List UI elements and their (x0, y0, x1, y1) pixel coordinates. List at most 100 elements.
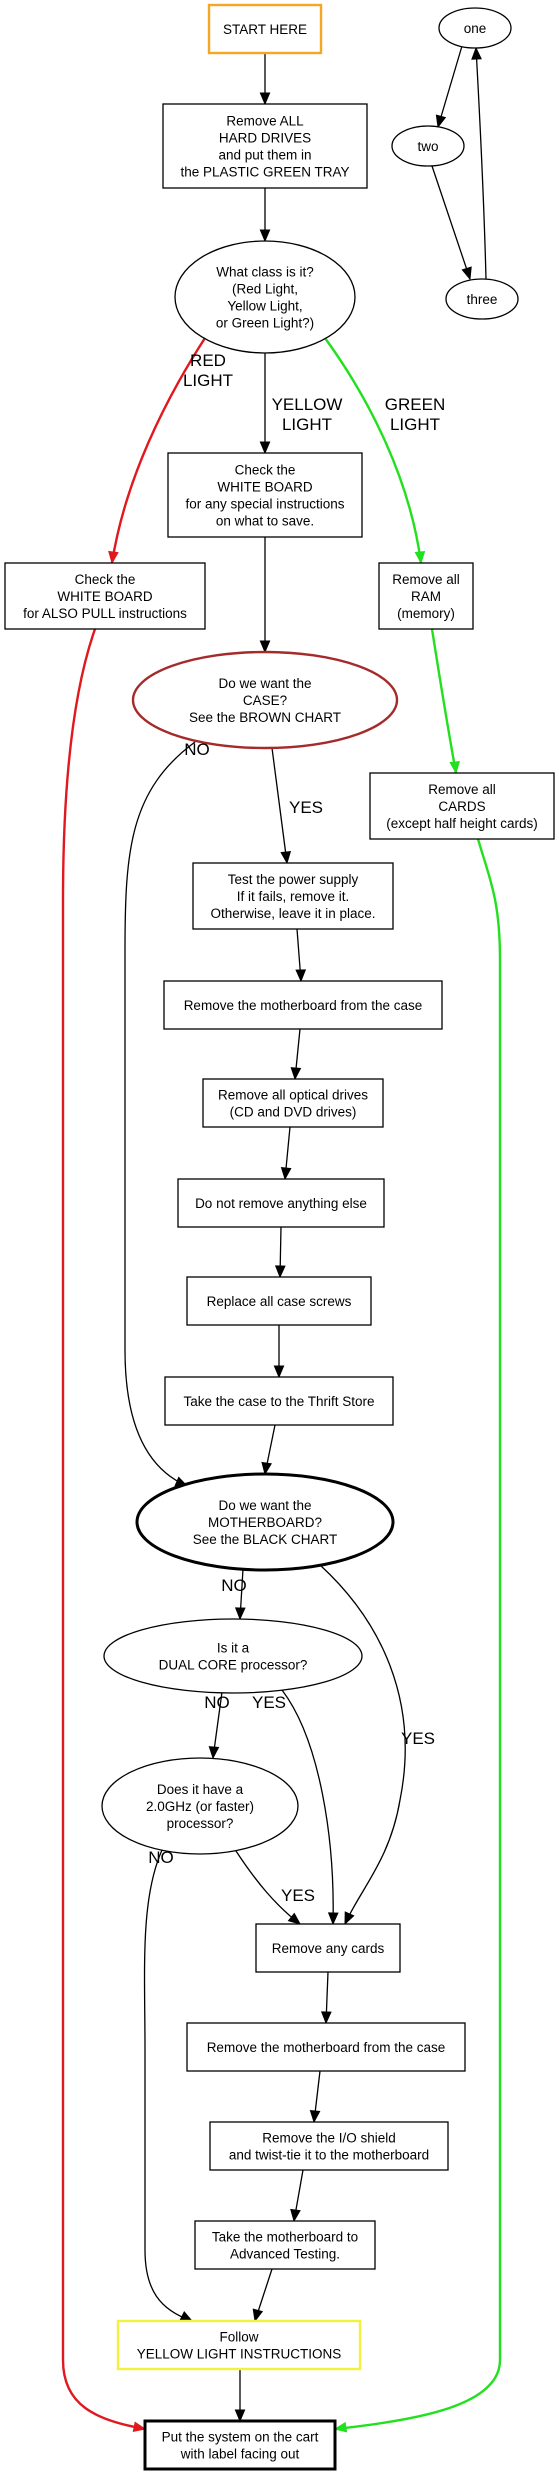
arrowhead (287, 1912, 302, 1925)
edge-class-q-to-remove-ram (324, 337, 426, 565)
node-ghz-q: Does it have a2.0GHz (or faster)processo… (101, 1757, 299, 1855)
node-shape (135, 1472, 395, 1572)
node-shape (255, 1923, 401, 1973)
arrowhead (108, 550, 119, 565)
node-three: three (445, 278, 519, 320)
node-shape (131, 650, 399, 750)
node-text: HARD DRIVES (219, 131, 311, 146)
edge-label-text: NO (148, 1848, 174, 1867)
arrowhead (234, 2409, 246, 2423)
edges-layer (61, 45, 502, 2433)
edge-three-to-one (471, 46, 487, 280)
node-text: Remove all (428, 782, 496, 797)
edge-test-psu-to-remove-mb1 (295, 928, 307, 983)
edge-label: NO (184, 740, 210, 759)
node-remove-any-cards: Remove any cards (255, 1923, 401, 1973)
arrowhead (259, 92, 271, 106)
node-shape (378, 562, 474, 630)
edge-line (143, 1849, 193, 2322)
node-text: Advanced Testing. (230, 2247, 340, 2262)
node-replace-screws: Replace all case screws (186, 1276, 372, 1326)
arrowhead (259, 229, 271, 243)
node-one: one (438, 7, 512, 49)
node-text: (memory) (397, 606, 455, 621)
edge-dual-q-to-remove-any-cards (281, 1689, 339, 1926)
edge-line (430, 628, 458, 774)
node-text: (Red Light, (232, 282, 298, 297)
node-text: Does it have a (157, 1782, 244, 1797)
node-dont-remove: Do not remove anything else (177, 1178, 385, 1228)
node-text: two (417, 139, 438, 154)
edge-remove-optical-to-dont-remove (280, 1126, 292, 1181)
node-shape (167, 452, 363, 538)
arrowhead (132, 2421, 147, 2433)
node-shape (369, 772, 555, 840)
node-text: Remove all (392, 572, 460, 587)
node-text: Test the power supply (228, 872, 359, 887)
edge-labels-layer: REDLIGHTYELLOWLIGHTGREENLIGHTYESNONOYESN… (148, 351, 445, 1905)
edge-label-text: YES (289, 798, 323, 817)
edge-mb-q-to-dual-q (234, 1568, 246, 1621)
node-text: Remove the motherboard from the case (184, 998, 423, 1013)
edge-label: NO (204, 1693, 230, 1712)
node-remove-mb2: Remove the motherboard from the case (186, 2022, 466, 2072)
edge-class-q-to-check-wb (259, 353, 271, 455)
node-remove-mb1: Remove the motherboard from the case (163, 980, 443, 1030)
node-shape (174, 240, 356, 354)
node-text: YELLOW LIGHT INSTRUCTIONS (137, 2347, 342, 2362)
edge-label: YES (289, 798, 323, 817)
node-text: Remove the motherboard from the case (207, 2040, 446, 2055)
edge-case-q-to-test-psu (271, 747, 292, 865)
arrowhead (274, 1265, 286, 1279)
edge-label: YES (281, 1886, 315, 1905)
edge-label-text: NO (184, 740, 210, 759)
node-shape (445, 278, 519, 320)
node-text: three (467, 292, 498, 307)
edge-remove-io-to-take-mb (290, 2169, 304, 2223)
arrowhead (449, 760, 461, 775)
edge-line (319, 1564, 406, 1925)
edge-label-text: LIGHT (390, 415, 440, 434)
edge-remove-cards-all-to-cart (333, 838, 502, 2433)
arrowhead (295, 969, 307, 983)
node-shape (163, 980, 443, 1030)
node-text: (CD and DVD drives) (230, 1105, 357, 1120)
node-shape (186, 1276, 372, 1326)
edge-label: NO (221, 1576, 247, 1595)
node-remove-optical: Remove all optical drives(CD and DVD dri… (202, 1078, 384, 1128)
arrowhead (435, 114, 447, 129)
node-shape (209, 2121, 449, 2171)
node-text: Replace all case screws (207, 1294, 352, 1309)
node-text: and twist-tie it to the motherboard (229, 2148, 429, 2163)
edge-remove-mb1-to-remove-optical (290, 1028, 302, 1081)
arrowhead (414, 551, 426, 565)
node-shape (391, 125, 465, 167)
node-text: CARDS (438, 799, 485, 814)
arrowhead (252, 2308, 264, 2323)
node-text: CASE? (243, 693, 287, 708)
node-text: See the BROWN CHART (189, 710, 341, 725)
node-text: Do we want the (218, 1498, 311, 1513)
arrowhead (309, 2110, 321, 2124)
arrowhead (320, 2011, 332, 2025)
arrowhead (461, 266, 472, 281)
edge-label-text: GREEN (385, 395, 445, 414)
edge-line (431, 165, 471, 280)
node-text: Remove ALL (226, 114, 304, 129)
node-text: (except half height cards) (386, 816, 538, 831)
node-shape (162, 103, 368, 189)
node-text: for any special instructions (185, 497, 344, 512)
edge-label-text: LIGHT (282, 415, 332, 434)
edge-two-to-three (431, 165, 472, 281)
node-text: Put the system on the cart (162, 2430, 319, 2445)
node-text: What class is it? (216, 265, 314, 280)
